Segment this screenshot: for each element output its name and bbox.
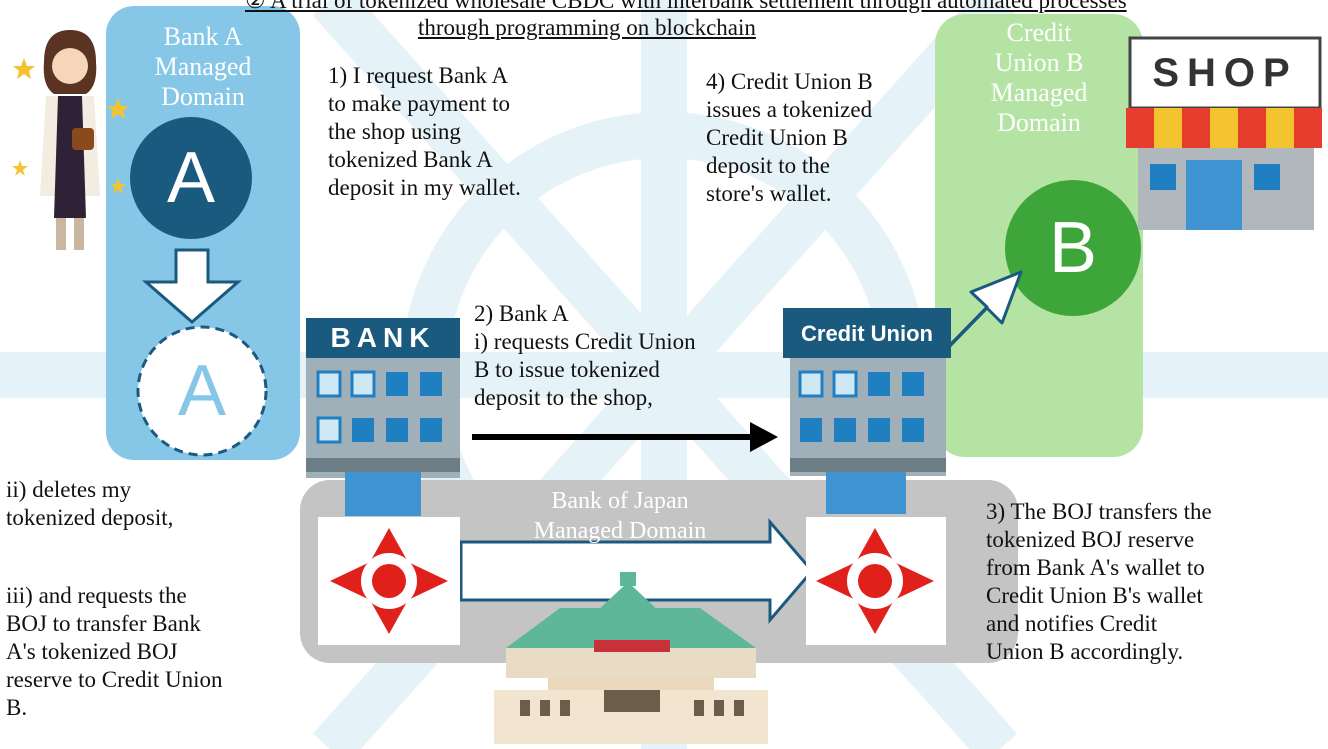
shop-sign: SHOP xyxy=(1152,51,1298,95)
reserve-transfer-arrow-icon xyxy=(459,517,814,625)
step2-iii-text: iii) and requests the BOJ to transfer Ba… xyxy=(6,583,223,720)
step3-text: 3) The BOJ transfers the tokenized BOJ r… xyxy=(986,499,1212,664)
boj-building-icon xyxy=(494,572,768,744)
diagonal-arrow-icon xyxy=(946,270,1023,350)
step2-ii-text: ii) deletes my tokenized deposit, xyxy=(6,477,174,530)
request-arrow-icon xyxy=(472,422,778,452)
boj-domain-label: Bank of Japan Managed Domain xyxy=(533,488,707,544)
boj-emblem-left-icon xyxy=(318,517,460,645)
diagram-title-line2: through programming on blockchain xyxy=(418,15,756,40)
token-b-circle xyxy=(1005,180,1141,316)
step1-text: 1) I request Bank A to make payment to t… xyxy=(328,63,521,200)
token-b-letter: B xyxy=(1048,208,1098,288)
bank-sign: BANK xyxy=(330,322,436,353)
credit-union-sign: Credit Union xyxy=(801,321,933,346)
woman-with-handbag-icon xyxy=(12,30,129,250)
step4-text: 4) Credit Union B issues a tokenized Cre… xyxy=(706,69,873,206)
bank-building-icon xyxy=(306,318,460,516)
credit-union-building-icon xyxy=(783,308,951,514)
boj-emblem-right-icon xyxy=(806,517,946,645)
deleted-token-a-letter: A xyxy=(177,351,227,431)
token-a-letter: A xyxy=(166,138,216,218)
credit-union-b-domain-label: Credit Union B Managed Domain xyxy=(990,18,1088,137)
shop-storefront-icon xyxy=(1126,36,1322,230)
token-a-circle xyxy=(130,117,252,239)
bank-a-domain-label: Bank A Managed Domain xyxy=(154,22,252,111)
diagram-title-line1: ② A trial of tokenized wholesale CBDC wi… xyxy=(245,0,1127,13)
step2-text: 2) Bank A i) requests Credit Union B to … xyxy=(474,301,696,410)
deleted-token-a-circle xyxy=(136,325,268,457)
down-arrow-icon xyxy=(141,248,243,324)
